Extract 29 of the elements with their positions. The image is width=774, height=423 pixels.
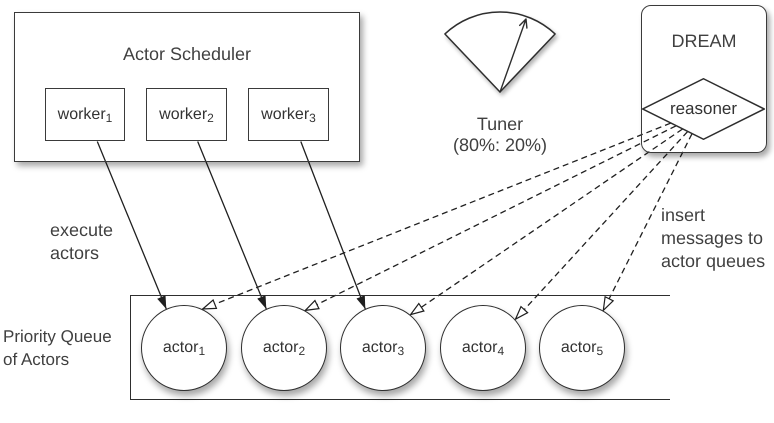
circle-label: actor$_{1}$ — [162, 338, 206, 358]
box-label: worker$_{2}$ — [159, 104, 214, 124]
process-box — [45, 88, 125, 141]
decision-diamond — [642, 78, 765, 140]
gauge-caption: Tuner (80%: 20%) — [452, 114, 548, 156]
arrow — [96, 141, 167, 310]
process-box — [248, 88, 329, 141]
dashed-arrow — [202, 122, 671, 310]
annotation-text: execute actors — [50, 219, 114, 265]
box-label: worker$_{3}$ — [261, 104, 316, 124]
box-label: worker$_{1}$ — [58, 104, 112, 124]
dashed-arrow — [602, 134, 692, 311]
rounded-panel — [641, 5, 767, 153]
process-box — [146, 88, 227, 141]
arrow — [300, 141, 366, 310]
diamond-label: reasoner — [670, 98, 738, 118]
circle-label: actor$_{3}$ — [362, 338, 404, 358]
container-box — [14, 12, 360, 162]
dashed-arrow — [514, 131, 688, 320]
annotation-text: insert messages to actor queues — [661, 204, 766, 273]
dashed-arrow — [304, 125, 676, 311]
circle-label: actor$_{4}$ — [462, 338, 504, 358]
circle-label: actor$_{5}$ — [560, 338, 604, 358]
circle-label: actor$_{2}$ — [262, 338, 306, 358]
container-title: Actor Scheduler — [122, 43, 252, 65]
queue-label: Priority Queue of Actors — [3, 326, 113, 371]
dashed-arrow — [410, 128, 683, 316]
arrow — [197, 141, 267, 310]
panel-title: DREAM — [672, 30, 736, 52]
